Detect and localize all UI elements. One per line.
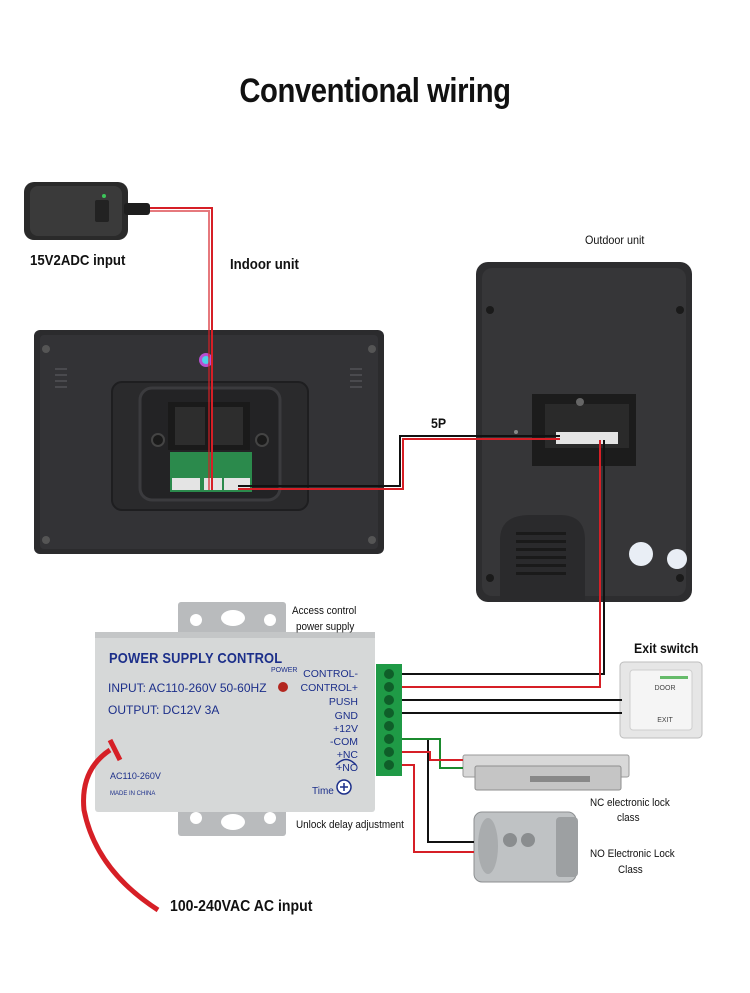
outdoor-unit xyxy=(476,262,692,602)
adapter-label: 15V2ADC input xyxy=(30,252,126,269)
power-adapter xyxy=(24,182,150,240)
outdoor-unit-label: Outdoor unit xyxy=(585,233,645,247)
no-lock-label-line1: NO Electronic Lock xyxy=(590,848,675,860)
exit-button-bottom-text: EXIT xyxy=(657,717,673,724)
psu-ac-label: AC110-260V xyxy=(110,771,161,781)
psu-time-label: Time xyxy=(312,786,334,797)
terminal-label: -COM xyxy=(330,736,358,748)
psu-input-spec: INPUT: AC110-260V 50-60HZ xyxy=(108,681,267,695)
terminal-label: +12V xyxy=(333,723,358,735)
exit-switch xyxy=(619,661,703,739)
terminal-block xyxy=(376,664,402,776)
terminal-label: CONTROL- xyxy=(303,668,358,680)
no-electric-lock xyxy=(473,811,578,883)
exit-switch-label: Exit switch xyxy=(634,640,699,656)
page-title: Conventional wiring xyxy=(239,72,511,110)
psu-output-spec: OUTPUT: DC12V 3A xyxy=(108,703,220,717)
access-control-label-line2: power supply xyxy=(296,621,355,633)
wires xyxy=(81,207,622,913)
nc-lock-label-line1: NC electronic lock xyxy=(590,797,670,809)
unlock-delay-label: Unlock delay adjustment xyxy=(296,819,404,831)
power-supply-box xyxy=(95,602,375,836)
ac-input-label: 100-240VAC AC input xyxy=(170,898,313,915)
nc-lock-label-line2: class xyxy=(617,812,640,824)
psu-power-led-label: POWER xyxy=(271,667,298,674)
nc-magnetic-lock xyxy=(462,754,630,791)
psu-made-in-label: MADE IN CHINA xyxy=(110,791,156,797)
indoor-unit-label: Indoor unit xyxy=(230,256,299,273)
no-lock-label-line2: Class xyxy=(618,864,643,876)
terminal-label: +NO xyxy=(336,762,358,774)
psu-title: POWER SUPPLY CONTROL xyxy=(109,650,283,667)
terminal-label: +NC xyxy=(336,749,358,761)
cable-5p-label: 5P xyxy=(431,415,447,431)
exit-button-top-text: DOOR xyxy=(654,685,676,692)
access-control-label-line1: Access control xyxy=(292,605,357,617)
terminal-label: PUSH xyxy=(328,696,358,708)
terminal-label: GND xyxy=(334,710,358,722)
terminal-label: CONTROL+ xyxy=(300,682,358,694)
